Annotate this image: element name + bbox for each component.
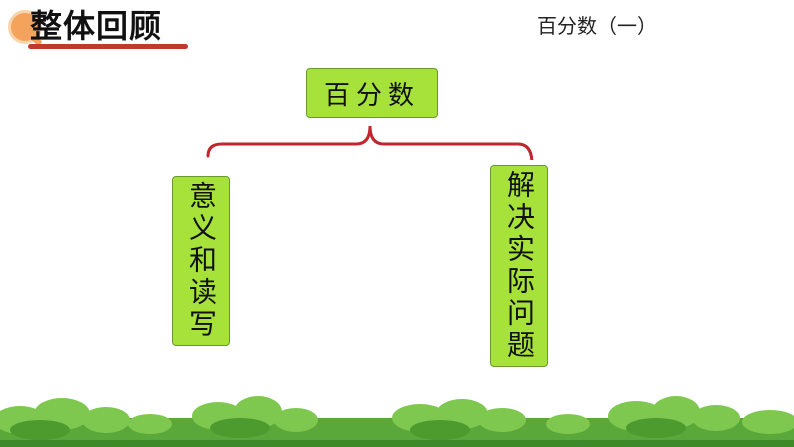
mindmap-root-node: 百分数 (306, 68, 438, 118)
brace-connector (206, 125, 534, 160)
branch-label: 意义和读写 (185, 181, 218, 341)
lesson-name: 百分数（一） (537, 14, 657, 38)
title-underline (28, 44, 188, 49)
mindmap-branch-meaning: 意义和读写 (172, 176, 230, 346)
q-badge-icon (8, 10, 42, 44)
branch-label: 解决实际问题 (503, 170, 536, 362)
section-title: 整体回顾 (30, 7, 163, 45)
root-label: 百分数 (323, 80, 420, 111)
section-header: 整体回顾 (8, 6, 188, 49)
grass-decoration (0, 396, 794, 447)
mindmap-branch-problems: 解决实际问题 (490, 165, 548, 367)
